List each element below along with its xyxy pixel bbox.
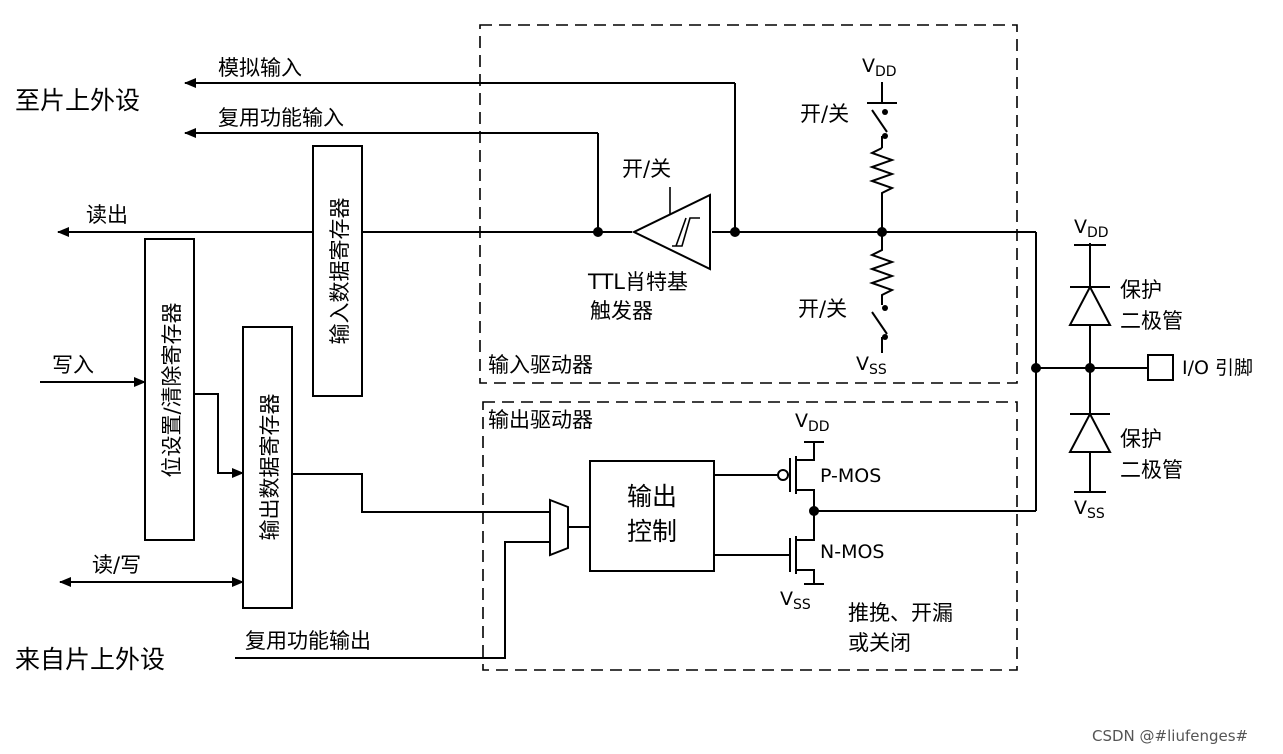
output-data-register-label: 输出数据寄存器: [258, 394, 282, 541]
io-pin-square: [1147, 354, 1174, 381]
io-pin-label: I/O 引脚: [1182, 357, 1253, 379]
pulldown-on-off-label: 开/关: [798, 297, 847, 321]
nmos-transistor: [789, 512, 824, 585]
read-write-label: 读/写: [92, 553, 141, 577]
bit-set-reset-register-label: 位设置/清除寄存器: [160, 302, 184, 477]
schmitt-on-off-label: 开/关: [622, 157, 671, 181]
lower-diode-label-2: 二极管: [1120, 458, 1183, 482]
vdd-diode-label: VDD: [1074, 216, 1109, 241]
lower-diode-label-1: 保护: [1120, 427, 1162, 451]
write-in-label: 写入: [52, 353, 94, 377]
vss-pulldown-label: VSS: [856, 353, 887, 378]
read-out-label: 读出: [86, 203, 128, 227]
bit-set-reset-register: [144, 238, 195, 541]
pushpull-label-2: 或关闭: [848, 631, 911, 655]
pmos-transistor: [777, 442, 815, 512]
output-data-register: [242, 326, 293, 609]
output-control-box: [589, 460, 715, 572]
vdd-pullup-label: VDD: [862, 55, 897, 80]
output-multiplexer: [549, 498, 569, 557]
schmitt-trigger-symbol: [631, 193, 711, 271]
pushpull-label-1: 推挽、开漏: [848, 601, 953, 625]
vss-nmos-label: VSS: [780, 588, 811, 613]
pull-up-resistor: [868, 147, 896, 232]
junction-dot: [593, 227, 603, 237]
input-driver-label: 输入驱动器: [488, 353, 593, 377]
bsrr-to-odr: [194, 393, 244, 478]
ttl-schmitt-label-2: 触发器: [590, 299, 653, 323]
input-driver-box: [479, 24, 1018, 384]
pull-down-switch: [871, 305, 888, 353]
to-peripheral-label: 至片上外设: [15, 86, 140, 115]
upper-diode-label-2: 二极管: [1120, 309, 1183, 333]
vss-diode-label: VSS: [1074, 497, 1105, 522]
junction-dot: [1031, 363, 1041, 373]
input-data-register-label: 输入数据寄存器: [328, 198, 352, 345]
from-peripheral-label: 来自片上外设: [15, 645, 165, 674]
pull-down-resistor: [868, 232, 896, 305]
alt-func-output-line: [235, 541, 550, 659]
alt-func-output-label: 复用功能输出: [245, 629, 371, 653]
watermark: CSDN @#liufenges#: [1092, 727, 1248, 745]
lower-protection-diode: [1068, 368, 1112, 493]
output-driver-label: 输出驱动器: [488, 408, 593, 432]
pull-up-switch: [867, 82, 897, 148]
analog-input-label: 模拟输入: [218, 56, 302, 80]
upper-diode-label-1: 保护: [1120, 278, 1162, 302]
pullup-on-off-label: 开/关: [800, 102, 849, 126]
ttl-schmitt-label-1: TTL肖特基: [587, 270, 688, 294]
upper-protection-diode: [1068, 243, 1112, 368]
alt-func-input-label: 复用功能输入: [218, 106, 344, 130]
junction-dot: [730, 227, 740, 237]
vdd-pmos-label: VDD: [795, 410, 830, 435]
nmos-label: N-MOS: [820, 541, 884, 563]
input-data-register: [312, 145, 363, 397]
pmos-label: P-MOS: [820, 465, 881, 487]
odr-to-mux: [292, 473, 550, 513]
output-control-label-1: 输出: [627, 482, 677, 511]
junction-dot: [809, 506, 819, 516]
output-driver-box: [482, 401, 1018, 671]
output-control-label-2: 控制: [627, 517, 677, 546]
